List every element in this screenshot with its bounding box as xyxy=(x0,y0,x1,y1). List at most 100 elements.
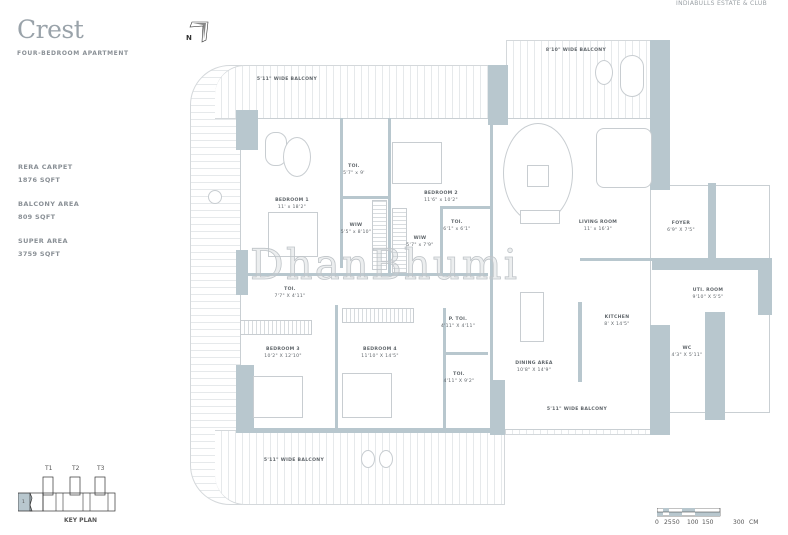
room-label-wc: WC 4'3" X 5'11" xyxy=(671,345,702,359)
room-name: WC xyxy=(682,346,692,351)
room-dimensions: 6'1" x 6'1" xyxy=(443,227,471,232)
balcony-chair xyxy=(361,450,375,468)
wall xyxy=(488,65,508,125)
wall xyxy=(236,250,248,295)
super-area-value: 3759 SQFT xyxy=(18,250,61,258)
balcony-area-value: 809 SQFT xyxy=(18,213,56,221)
room-label-toi: TOI.5'7" x 9' xyxy=(343,163,365,177)
key-plan-label: KEY PLAN xyxy=(64,517,98,524)
room-dimensions: 11' x 16'3" xyxy=(583,227,613,232)
scale-tick: 0 xyxy=(655,519,659,526)
room-name: LIVING ROOM xyxy=(578,220,618,225)
room-label-5-11-wide-balcony: 5'11" WIDE BALCONY xyxy=(257,76,317,83)
room-dimensions: 10'2" X 12'10" xyxy=(264,354,302,359)
wall xyxy=(240,428,505,433)
room-dimensions: 4'3" X 5'11" xyxy=(671,353,703,358)
scale-tick: 300 xyxy=(733,519,745,526)
wall xyxy=(440,206,443,276)
room-name: 5'11" WIDE BALCONY xyxy=(256,77,318,82)
room-label-toi: TOI.4'11" X 9'2" xyxy=(443,371,474,385)
wall xyxy=(236,365,254,433)
wall xyxy=(650,325,670,435)
room-label-toi: TOI.7'7" X 4'11" xyxy=(274,286,305,300)
wall xyxy=(705,312,725,420)
room-name: BEDROOM 1 xyxy=(275,198,309,203)
coffee-table xyxy=(527,165,549,187)
room-label-5-11-wide-balcony: 5'11" WIDE BALCONY xyxy=(547,406,607,413)
key-plan-diagram xyxy=(17,476,116,512)
room-label-bedroom-3: BEDROOM 3 10'2" X 12'10" xyxy=(264,346,301,360)
room-dimensions: 5'7" x 7'9" xyxy=(406,243,434,248)
room-dimensions: 4'11" X 4'11" xyxy=(440,324,476,329)
room-dimensions: 4'11" X 9'2" xyxy=(443,379,475,384)
room-name: KITCHEN xyxy=(604,315,630,320)
balcony-chair xyxy=(595,60,613,85)
room-dimensions: 10'8" X 14'9" xyxy=(516,368,552,373)
room-label-8-10-wide-balcony: 8'10" WIDE BALCONY xyxy=(546,47,606,54)
room-name: UTI. ROOM xyxy=(692,288,724,293)
bed xyxy=(392,142,442,184)
bed xyxy=(342,373,392,418)
wall xyxy=(490,118,493,383)
room-name: P. TOI. xyxy=(448,317,468,322)
wall xyxy=(340,118,343,268)
scale-bar: 0 25 50 100 150 300 CM xyxy=(655,506,759,526)
sofa xyxy=(520,210,560,224)
room-label-uti-room: UTI. ROOM 9'10" X 5'5" xyxy=(692,287,723,301)
balcony-bottom-left xyxy=(215,430,505,505)
wall xyxy=(490,380,505,435)
wardrobe xyxy=(240,320,312,335)
wall xyxy=(580,258,652,261)
room-name: BEDROOM 4 xyxy=(363,347,397,352)
wardrobe xyxy=(392,208,407,273)
rera-carpet-label: RERA CARPET xyxy=(18,163,73,171)
north-arrow-icon: N xyxy=(186,20,210,44)
wall xyxy=(440,206,492,209)
brand-text: INDIABULLS ESTATE & CLUB xyxy=(676,0,767,7)
watermark: DhanBhumi xyxy=(250,240,520,290)
room-name: WIW xyxy=(413,236,427,241)
balcony-top-left xyxy=(215,65,490,119)
room-name: BEDROOM 3 xyxy=(266,347,300,352)
apartment-type: FOUR-BEDROOM APARTMENT xyxy=(17,50,129,57)
wall xyxy=(248,273,488,276)
room-label-toi: TOI. 6'1" x 6'1" xyxy=(443,219,470,233)
key-plan-tower-t1: T1 xyxy=(45,465,53,472)
room-name: WIW xyxy=(349,223,363,228)
wall xyxy=(708,183,716,268)
key-plan-tower-t2: T2 xyxy=(72,465,80,472)
room-label-p-toi: P. TOI. 4'11" X 4'11" xyxy=(441,316,475,330)
room-label-bedroom-1: BEDROOM 1 11' x 18'2" xyxy=(275,197,309,211)
room-label-wiw: WIW 5'7" x 7'9" xyxy=(406,235,433,249)
room-name: TOI. xyxy=(451,220,463,225)
super-area-label: SUPER AREA xyxy=(18,237,68,245)
scale-unit: CM xyxy=(749,519,759,526)
balcony-area-label: BALCONY AREA xyxy=(18,200,80,208)
scale-tick: 100 xyxy=(687,519,699,526)
room-name: FOYER xyxy=(671,221,691,226)
scale-tick: 25 xyxy=(664,519,672,526)
room-label-5-11-wide-balcony: 5'11" WIDE BALCONY xyxy=(264,457,324,464)
scale-bar-graphic xyxy=(657,508,721,517)
room-label-living-room: LIVING ROOM 11' x 16'3" xyxy=(579,219,617,233)
room-name: 5'11" WIDE BALCONY xyxy=(546,407,608,412)
scale-tick: 150 xyxy=(702,519,714,526)
wall xyxy=(335,305,338,433)
project-title: Crest xyxy=(17,15,84,44)
wardrobe xyxy=(372,200,387,270)
room-dimensions: 5'5" x 8'10" xyxy=(340,230,372,235)
balcony-sofa xyxy=(620,55,644,97)
room-dimensions: 7'7" X 4'11" xyxy=(274,294,306,299)
north-label: N xyxy=(186,34,192,42)
key-plan-unit-marker: 1 xyxy=(22,500,25,505)
room-name: 5'11" WIDE BALCONY xyxy=(263,458,325,463)
room-dimensions: 8' X 14'5" xyxy=(604,322,630,327)
wall xyxy=(650,40,670,190)
room-dimensions: 11' x 18'2" xyxy=(277,205,307,210)
sofa xyxy=(596,128,652,188)
room-dimensions: 9'10" X 5'5" xyxy=(692,295,724,300)
